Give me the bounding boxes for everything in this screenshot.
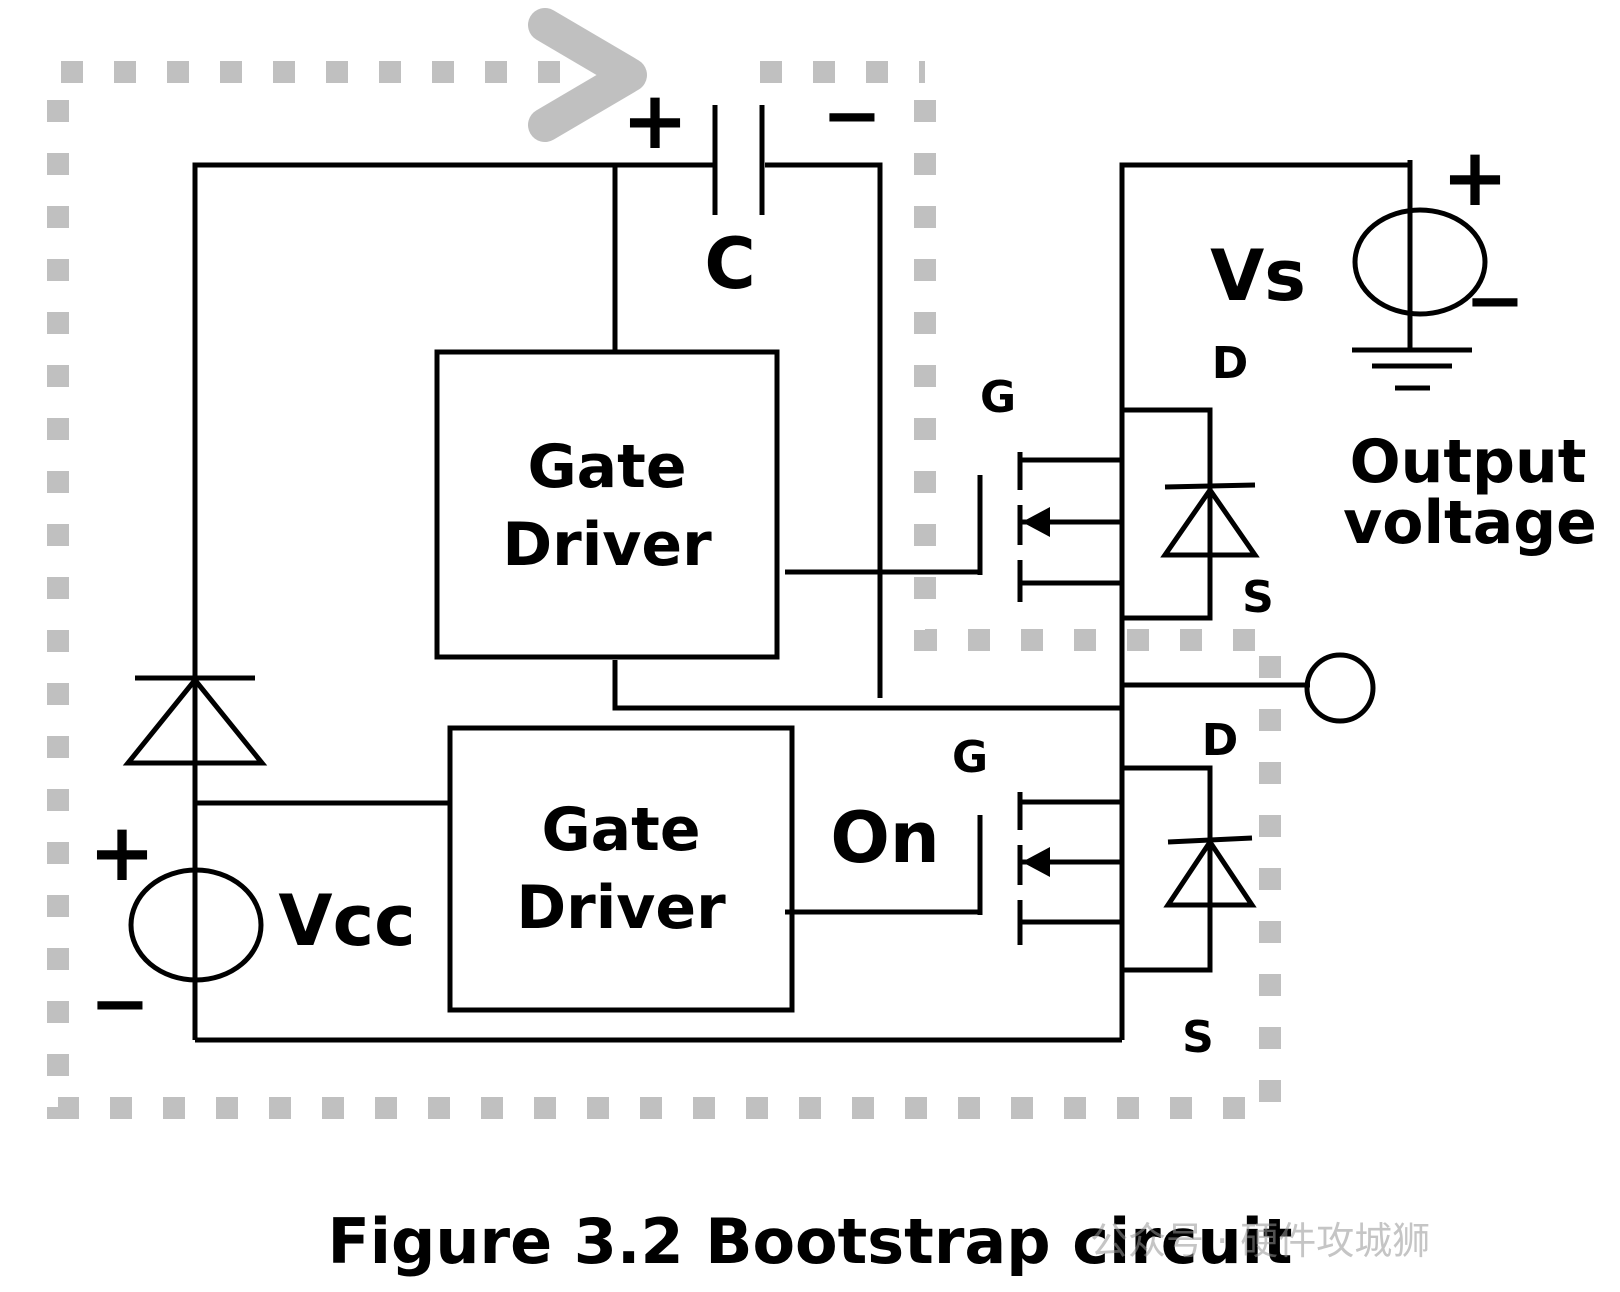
output-voltage-label-line2: voltage bbox=[1343, 488, 1597, 558]
vcc-plus-label: + bbox=[88, 806, 155, 899]
gate-driver-top-label-line1: Gate bbox=[527, 432, 686, 502]
figure-caption: Figure 3.2 Bootstrap circuit bbox=[327, 1205, 1293, 1278]
vs-source bbox=[1352, 160, 1488, 391]
top-g-label: G bbox=[980, 372, 1016, 423]
gate-driver-top-label-line2: Driver bbox=[502, 510, 712, 580]
on-label: On bbox=[830, 797, 939, 879]
watermark: 公众号 · 硬件攻城狮 bbox=[1090, 1219, 1431, 1263]
vcc-label: Vcc bbox=[278, 880, 415, 962]
vcc-source bbox=[128, 867, 264, 983]
gate-driver-top bbox=[434, 349, 780, 660]
top-s-label: S bbox=[1242, 572, 1274, 623]
bottom-g-label: G bbox=[952, 732, 988, 783]
vs-label: Vs bbox=[1210, 235, 1306, 317]
current-loop-path bbox=[47, 8, 1281, 1119]
vs-minus-label: − bbox=[1465, 258, 1525, 342]
current-direction-arrow bbox=[528, 8, 647, 142]
gate-driver-bottom bbox=[447, 725, 795, 1013]
bottom-s-label: S bbox=[1182, 1012, 1214, 1063]
circuit-wires bbox=[192, 105, 1413, 1043]
bottom-mosfet bbox=[977, 765, 1257, 1040]
top-body-diode bbox=[1160, 485, 1260, 558]
capacitor-minus-label: − bbox=[822, 73, 882, 157]
vs-plus-label: + bbox=[1441, 131, 1508, 224]
output-voltage-label-line1: Output bbox=[1350, 427, 1587, 497]
bootstrap-diode bbox=[122, 675, 268, 766]
bottom-d-label: D bbox=[1202, 715, 1239, 766]
output-terminal bbox=[1304, 652, 1376, 724]
gate-driver-bottom-label-line2: Driver bbox=[516, 873, 726, 943]
vcc-minus-label: − bbox=[90, 961, 150, 1045]
capacitor-plus-label: + bbox=[621, 74, 688, 167]
capacitor-label: C bbox=[704, 223, 755, 305]
top-d-label: D bbox=[1212, 338, 1249, 389]
gate-driver-bottom-label-line1: Gate bbox=[541, 795, 700, 865]
bottom-body-diode bbox=[1163, 837, 1257, 908]
